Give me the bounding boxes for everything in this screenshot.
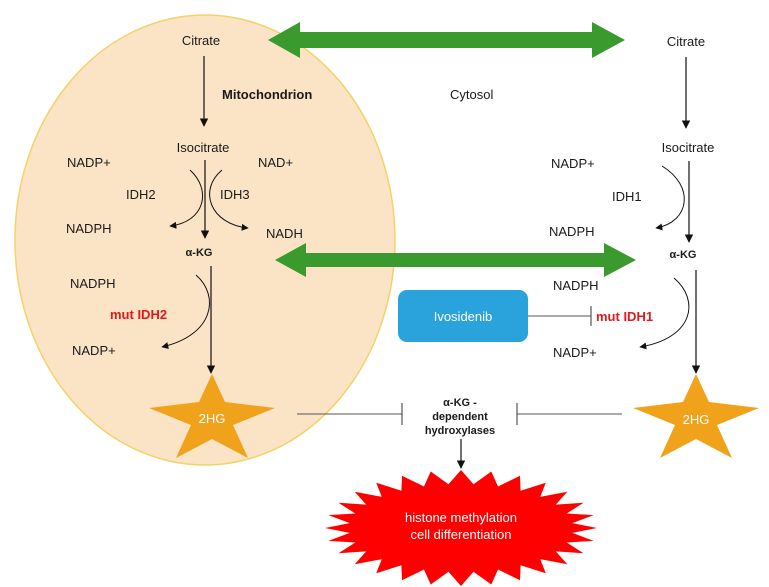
- mut-idh2-label: mut IDH2: [110, 307, 167, 322]
- mut-idh1-label: mut IDH1: [596, 309, 653, 324]
- mito-akg: α-KG: [186, 247, 213, 259]
- mito-nadp-plus-top: NADP+: [67, 155, 111, 170]
- idh2-cofactor-curve: [169, 169, 204, 229]
- mitochondrion-compartment: [14, 14, 396, 466]
- outcome-line2: cell differentiation: [411, 527, 512, 542]
- cyto-nadph: NADPH: [549, 224, 595, 239]
- mito-idh3-label: IDH3: [220, 187, 250, 202]
- hydroxylases-line3: hydroxylases: [425, 425, 495, 437]
- cyto-2hg: 2HG: [683, 412, 710, 427]
- mito-nad-plus: NAD+: [258, 155, 293, 170]
- mito-idh2-label: IDH2: [126, 187, 156, 202]
- hydroxylases-line1: α-KG -: [443, 397, 477, 409]
- mut-idh2-cofactor-curve: [161, 274, 210, 349]
- akg-transport-arrow: [275, 243, 636, 277]
- mito-nadp-plus-bottom: NADP+: [72, 343, 116, 358]
- hydroxylases-line2: dependent: [432, 411, 488, 423]
- mitochondrion-label: Mitochondrion: [222, 87, 312, 102]
- mito-2hg-star: [149, 374, 275, 458]
- outcome-burst: [325, 470, 597, 586]
- mito-nadph-mut: NADPH: [70, 276, 116, 291]
- cytosol-label: Cytosol: [450, 87, 493, 102]
- cyto-nadp-plus-bottom: NADP+: [553, 345, 597, 360]
- mut-idh1-cofactor-curve: [639, 277, 690, 350]
- cyto-idh1-label: IDH1: [612, 189, 642, 204]
- cyto-2hg-star: [633, 374, 759, 458]
- idh3-cofactor-curve: [209, 169, 249, 231]
- citrate-transport-arrow: [268, 22, 625, 58]
- mito-isocitrate: Isocitrate: [177, 140, 230, 155]
- mito-citrate: Citrate: [182, 33, 220, 48]
- mito-2hg: 2HG: [199, 411, 226, 426]
- ivosidenib-box: [398, 290, 528, 342]
- cyto-nadph-mut: NADPH: [553, 278, 599, 293]
- cyto-nadp-plus-top: NADP+: [551, 156, 595, 171]
- cyto-akg: α-KG: [670, 249, 697, 261]
- mito-nadph-left: NADPH: [66, 221, 112, 236]
- ivosidenib-label: Ivosidenib: [434, 309, 493, 324]
- outcome-line1: histone methylation: [405, 510, 517, 525]
- cyto-citrate: Citrate: [667, 34, 705, 49]
- cyto-isocitrate: Isocitrate: [662, 140, 715, 155]
- mito-nadh: NADH: [266, 226, 303, 241]
- idh1-cofactor-curve: [655, 165, 685, 231]
